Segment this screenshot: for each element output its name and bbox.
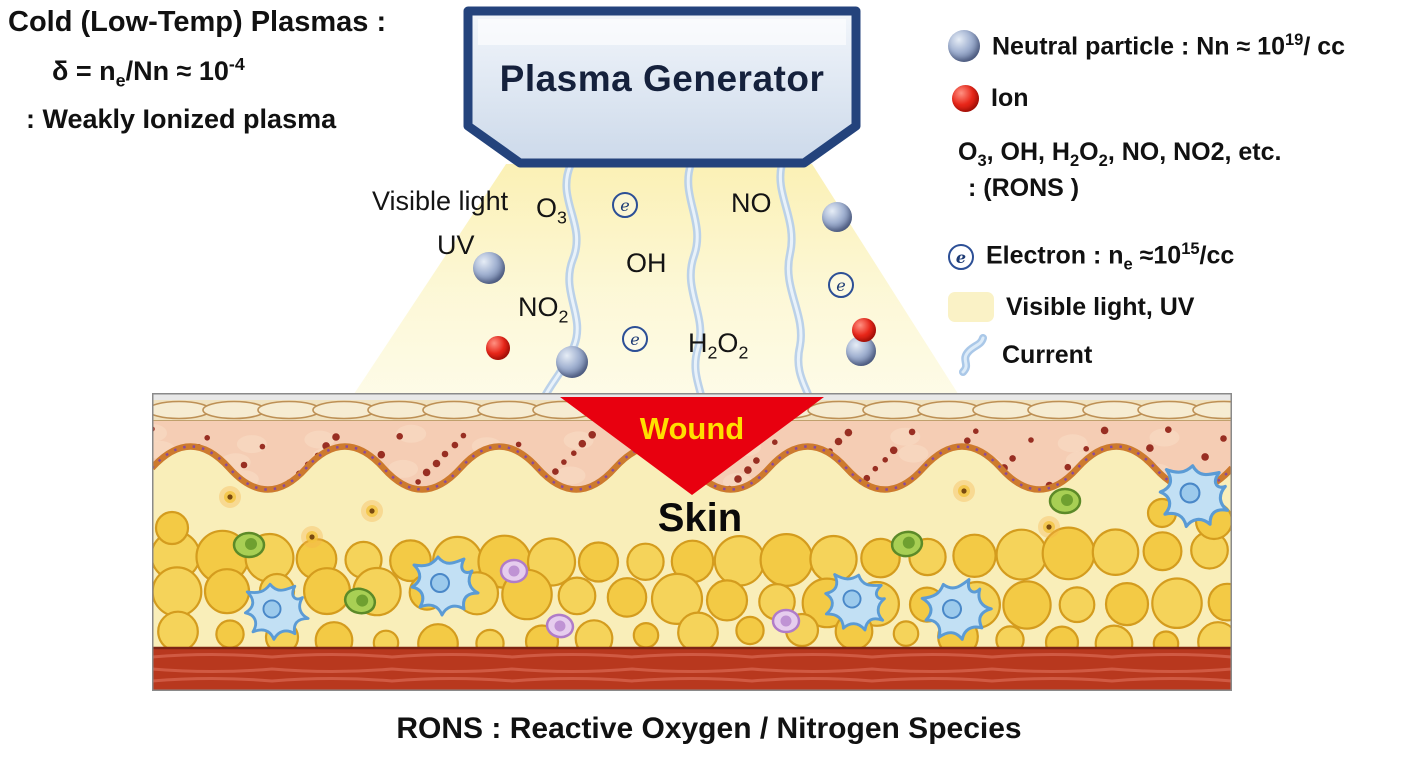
- label-h2o2: H2O2: [688, 328, 748, 363]
- label-no2: NO2: [518, 292, 568, 327]
- legend-part: O: [958, 138, 978, 166]
- ion-icon: [852, 318, 876, 342]
- legend-current-text: Current: [1002, 340, 1093, 369]
- electron-icon: e: [612, 192, 638, 218]
- subtitle-weakly-ionized: : Weakly Ionized plasma: [26, 104, 337, 134]
- legend-sub: e: [1123, 255, 1133, 274]
- legend-rons-line2: : (RONS ): [968, 174, 1080, 202]
- chem-sub: 3: [557, 207, 567, 228]
- label-o3: O3: [536, 193, 567, 228]
- electron-symbol: e: [955, 247, 967, 267]
- legend-rons: O3, OH, H2O2, NO, NO2, etc. : (RONS ): [958, 138, 1281, 203]
- glow-dot: [1038, 516, 1060, 538]
- chem-part: O: [536, 193, 558, 223]
- ion-icon: [486, 336, 510, 360]
- muscle-fibers: [152, 653, 1232, 683]
- legend-part: O: [1079, 138, 1099, 166]
- current-squiggle-icon: [959, 334, 987, 376]
- chem-sub: 2: [707, 342, 718, 363]
- legend-part: Electron : n: [986, 241, 1124, 270]
- label-no: NO: [731, 188, 772, 218]
- title-cold-plasmas: Cold (Low-Temp) Plasmas :: [8, 6, 387, 38]
- membrane-dots: [152, 445, 1232, 491]
- skin-label: Skin: [657, 496, 743, 540]
- label-oh: OH: [626, 248, 667, 278]
- legend-part: Neutral particle : Nn ≈ 10: [992, 32, 1285, 61]
- electron-symbol: e: [836, 275, 846, 295]
- legend-part: /cc: [1199, 241, 1235, 270]
- cell-green: [1048, 487, 1082, 515]
- legend-part: / cc: [1303, 32, 1346, 61]
- legend-electron-text: Electron : ne ≈1015/cc: [986, 240, 1234, 274]
- formula-part: δ = n: [52, 56, 116, 86]
- cell-purple: [499, 558, 529, 584]
- legend-neutral-particle: Neutral particle : Nn ≈ 1019/ cc: [948, 30, 1345, 62]
- legend-sub: 3: [977, 152, 987, 170]
- generator-label: Plasma Generator: [499, 58, 825, 99]
- glow-dot: [301, 526, 323, 548]
- chem-sub: 2: [558, 306, 569, 327]
- neutral-particle-icon: [822, 202, 852, 232]
- formula-sub: e: [115, 70, 126, 91]
- generator-outline: [463, 6, 861, 168]
- chem-part: NO: [518, 292, 559, 322]
- electron-icon: e: [828, 272, 854, 298]
- cell-purple: [771, 608, 801, 634]
- current-stream-3-core: [778, 164, 812, 400]
- glow-dot: [953, 480, 975, 502]
- glow-dot: [219, 486, 241, 508]
- legend-sub: 2: [1098, 152, 1108, 170]
- neutral-particle-icon: [473, 252, 505, 284]
- current-stream-2-core: [686, 164, 704, 400]
- legend-ion: Ion: [952, 84, 1029, 113]
- legend-current: Current: [952, 334, 1092, 376]
- legend-neutral-text: Neutral particle : Nn ≈ 1019/ cc: [992, 31, 1345, 61]
- label-uv: UV: [437, 230, 475, 260]
- label-visible-light: Visible light: [372, 186, 509, 216]
- electron-icon: e: [948, 244, 974, 271]
- legend-sub: 2: [1069, 152, 1080, 170]
- skin-border: [152, 393, 1232, 691]
- neutral-particle-icon: [556, 346, 588, 378]
- generator-shape: [463, 6, 861, 168]
- electron-symbol: e: [630, 329, 640, 349]
- electron-symbol: e: [620, 195, 630, 215]
- legend-part: , OH, H: [986, 138, 1070, 166]
- formula-sup: -4: [228, 54, 245, 74]
- legend-part: , NO, NO2, etc.: [1107, 138, 1282, 166]
- ion-icon: [952, 85, 979, 112]
- ionization-formula: δ = ne/Nn ≈ 10-4: [52, 54, 245, 91]
- legend-rons-line1: O3, OH, H2O2, NO, NO2, etc.: [958, 138, 1281, 171]
- legend-part: ≈10: [1132, 241, 1182, 270]
- electron-icon: e: [622, 326, 648, 352]
- legend-sup: 15: [1181, 240, 1200, 258]
- rons-caption: RONS : Reactive Oxygen / Nitrogen Specie…: [396, 712, 1022, 745]
- chem-part: O: [717, 328, 739, 358]
- chem-sub: 2: [738, 342, 749, 363]
- cell-green: [232, 531, 266, 559]
- legend-visible-light: Visible light, UV: [948, 292, 1194, 322]
- legend-electron: e Electron : ne ≈1015/cc: [948, 240, 1234, 274]
- legend-ion-text: Ion: [991, 84, 1029, 112]
- generator-highlight: [478, 19, 846, 45]
- skin-surface-strip: [152, 393, 1232, 400]
- neutral-particle-icon: [948, 30, 980, 62]
- formula-part: /Nn ≈ 10: [125, 56, 229, 86]
- legend-sup: 19: [1284, 30, 1304, 49]
- plasma-generator-box: Plasma Generator: [462, 4, 862, 170]
- visible-light-swatch-icon: [948, 292, 994, 322]
- glow-dot: [361, 500, 383, 522]
- skin-illustration: [152, 393, 1232, 691]
- current-streams: [539, 164, 814, 400]
- chem-part: H: [688, 328, 708, 358]
- legend-visible-light-text: Visible light, UV: [1006, 292, 1195, 321]
